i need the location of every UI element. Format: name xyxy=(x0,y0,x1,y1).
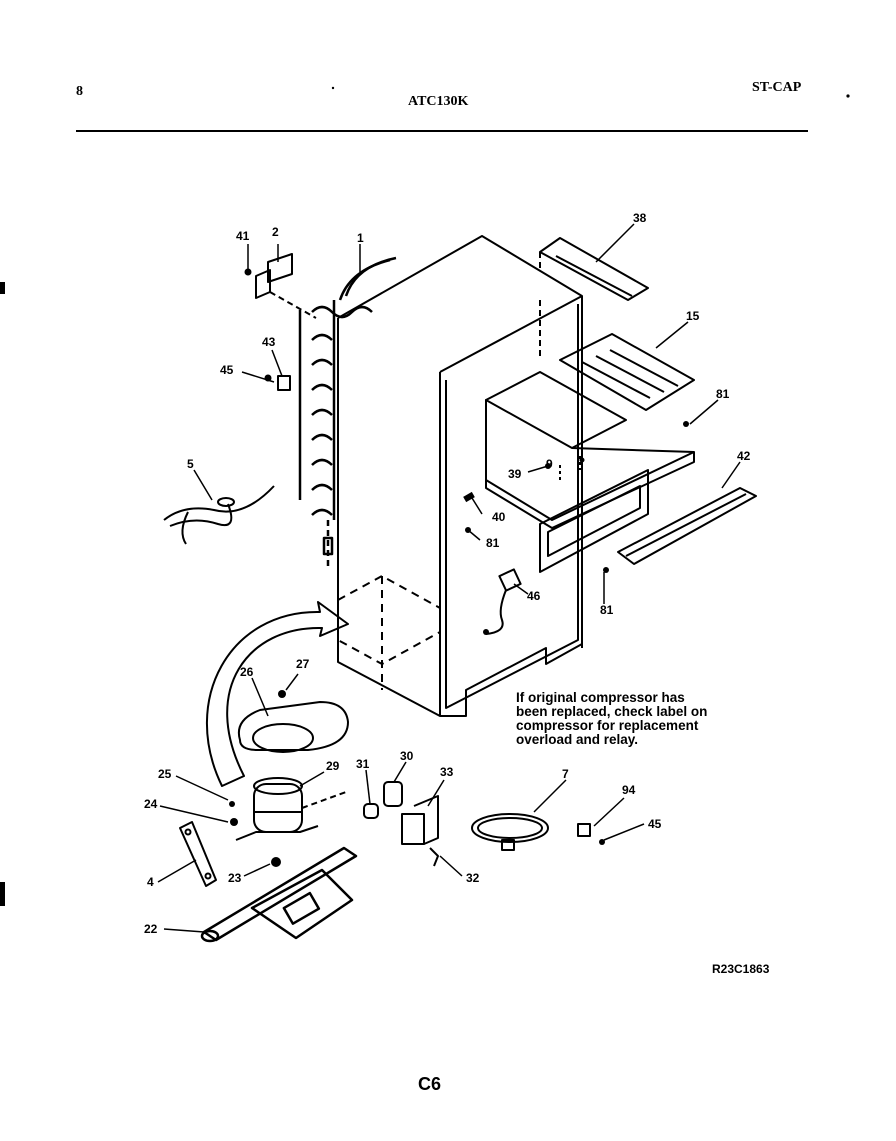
note-line: compressor for replacement xyxy=(516,718,699,733)
condenser-coil xyxy=(298,256,397,568)
callout: 25 xyxy=(158,767,172,781)
label-2 xyxy=(255,253,317,319)
fasteners xyxy=(229,268,689,867)
callout: 40 xyxy=(492,510,506,524)
callout: 33 xyxy=(440,765,454,779)
callout: 31 xyxy=(356,757,370,771)
capacitor-33 xyxy=(401,795,439,867)
cabinet-shell xyxy=(337,235,583,717)
callout: 5 xyxy=(187,457,194,471)
callout: 81 xyxy=(486,536,500,550)
note-line: If original compressor has xyxy=(516,690,685,705)
callout: 26 xyxy=(240,665,254,679)
compressor-base-26 xyxy=(238,701,349,753)
page-label: C6 xyxy=(418,1074,442,1094)
callout: 27 xyxy=(296,657,310,671)
callout: 94 xyxy=(622,783,636,797)
compressor-29 xyxy=(235,777,347,841)
callout: 43 xyxy=(262,335,276,349)
callout-labels: 41 2 1 43 45 5 38 15 81 39 9 40 81 42 46… xyxy=(144,211,751,936)
callout: 2 xyxy=(272,225,279,239)
thermostat-46 xyxy=(485,568,522,635)
evaporator-cover-15 xyxy=(559,333,695,411)
relay-31 xyxy=(363,803,379,819)
tray-38 xyxy=(539,237,649,360)
callout: 42 xyxy=(737,449,751,463)
leader-lines xyxy=(157,223,741,933)
drawing-code: R23C1863 xyxy=(712,962,770,976)
callout: 1 xyxy=(357,231,364,245)
callout: 81 xyxy=(716,387,730,401)
callout: 22 xyxy=(144,922,158,936)
callout: 46 xyxy=(527,589,541,603)
scan-edge-mark xyxy=(0,882,5,906)
callout: 32 xyxy=(466,871,480,885)
section-code: ST-CAP xyxy=(752,80,802,95)
channel-42 xyxy=(617,487,757,565)
power-cord-7 xyxy=(471,813,549,851)
callout: 45 xyxy=(220,363,234,377)
callout: 29 xyxy=(326,759,340,773)
callout: 4 xyxy=(147,875,154,889)
airflow-arrow xyxy=(205,601,349,787)
page-number: 8 xyxy=(76,84,83,99)
bracket-4 xyxy=(179,821,217,887)
clip-43 xyxy=(277,375,291,391)
callout: 7 xyxy=(562,767,569,781)
callout: 23 xyxy=(228,871,242,885)
callout: 38 xyxy=(633,211,647,225)
callout: 9 xyxy=(546,457,553,471)
overload-30 xyxy=(383,781,403,807)
scan-edge-mark xyxy=(0,282,5,294)
freezer-compartment xyxy=(485,371,695,573)
compressor-note: If original compressor has been replaced… xyxy=(516,691,776,747)
base-rail-22 xyxy=(200,846,358,943)
note-line: been replaced, check label on xyxy=(516,704,708,719)
callout: 45 xyxy=(648,817,662,831)
callout: 81 xyxy=(600,603,614,617)
callout: 24 xyxy=(144,797,158,811)
callout: 15 xyxy=(686,309,700,323)
callout: 41 xyxy=(236,229,250,243)
part-94 xyxy=(577,823,591,837)
callout: 39 xyxy=(508,467,522,481)
callout: 30 xyxy=(400,749,414,763)
model-number: ATC130K xyxy=(408,94,469,109)
note-line: overload and relay. xyxy=(516,732,639,747)
wire-harness-5 xyxy=(163,485,275,545)
